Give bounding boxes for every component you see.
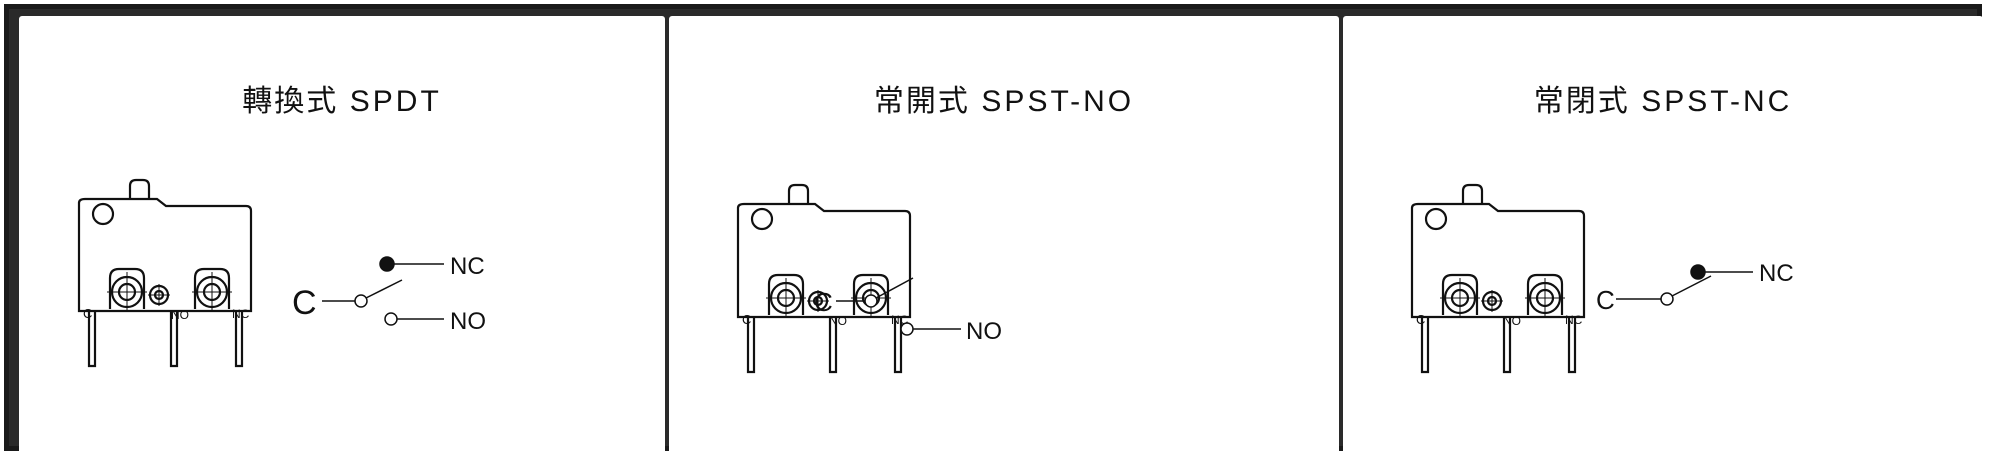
mounting-hole (91, 202, 115, 226)
symbol-label-c: C (814, 287, 833, 317)
panel-title: 常開式 SPST-NO (669, 76, 1339, 120)
microswitch-body (736, 183, 912, 374)
pin-label-c: C (83, 306, 92, 321)
pin-label-nc: NC (1565, 313, 1583, 327)
spdt-symbol (322, 256, 444, 326)
panel-spst-no: 常開式 SPST-NO (669, 16, 1339, 456)
symbol-label-no: NO (966, 318, 1002, 345)
plunger (787, 183, 810, 204)
spst-nc-diagram: C NO NC C NC (1378, 183, 1794, 374)
spst-no-diagram: C NO NC C NO (736, 183, 1002, 374)
panel-title: 轉換式 SPDT (19, 76, 665, 120)
title-english: SPDT (349, 85, 442, 118)
title-chinese: 轉換式 (242, 84, 339, 119)
symbol-label-c: C (1596, 285, 1615, 315)
title-english: SPST-NC (1641, 85, 1793, 118)
pin-label-no: NO (829, 314, 847, 328)
pin-label-nc: NC (232, 307, 250, 321)
panel-spdt: 轉換式 SPDT (19, 16, 665, 456)
panel-title: 常閉式 SPST-NC (1343, 76, 1983, 120)
spst-nc-symbol-lines (1616, 264, 1753, 306)
mounting-hole (1424, 207, 1448, 231)
spst-nc-symbol (1378, 298, 1763, 301)
pin-label-no: NO (1503, 314, 1521, 328)
microswitch-body (1410, 183, 1586, 374)
panel-spst-nc: 常閉式 SPST-NC (1343, 16, 1983, 456)
plunger (1461, 183, 1484, 204)
title-english: SPST-NO (981, 85, 1135, 118)
title-chinese: 常開式 (873, 84, 970, 119)
pin-label-c: C (1416, 312, 1425, 327)
symbol-label-nc: NC (450, 253, 485, 280)
plunger (128, 178, 151, 199)
symbol-label-nc: NC (1759, 260, 1794, 287)
spst-no-symbol (836, 277, 961, 336)
spdt-diagram: C NO NC C NC NO (77, 178, 486, 368)
pin-label-c: C (742, 312, 751, 327)
diagram-frame: 轉換式 SPDT (4, 4, 1983, 456)
symbol-label-no: NO (450, 308, 486, 335)
symbol-label-c: C (292, 284, 317, 322)
title-chinese: 常閉式 (1533, 84, 1630, 119)
mounting-hole (750, 207, 774, 231)
microswitch-body (77, 178, 253, 368)
pin-label-no: NO (171, 308, 189, 322)
